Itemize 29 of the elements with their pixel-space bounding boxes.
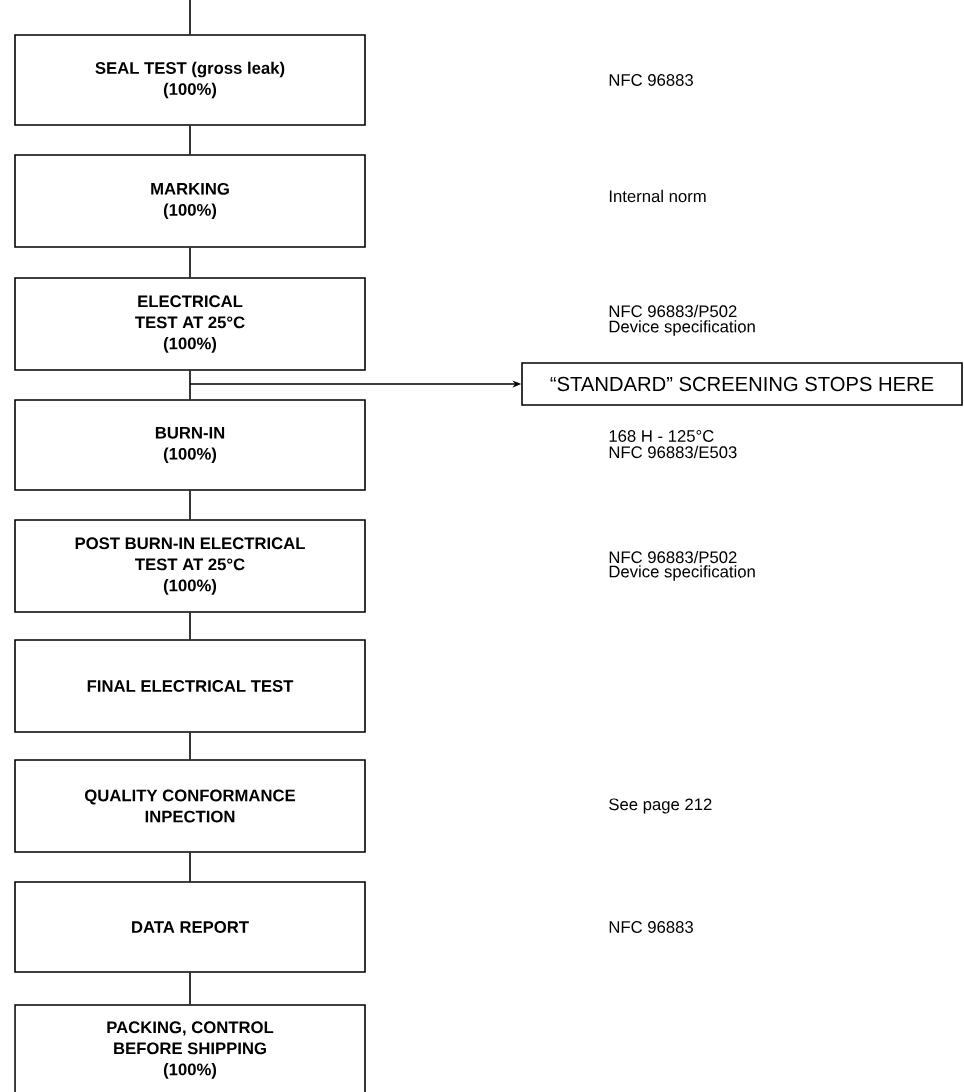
spec-note: Device specification (609, 565, 755, 581)
spec-note: NFC 96883/E503 (609, 445, 737, 459)
spec-note: NFC 96883 (609, 74, 693, 86)
connector-line (189, 0, 191, 35)
process-box: FINAL ELECTRICAL TEST (14, 639, 366, 733)
connector-line (189, 370, 191, 400)
process-box: ELECTRICAL TEST AT 25°C (100%) (14, 277, 366, 371)
process-box: DATA REPORT (14, 881, 366, 973)
process-box: BURN-IN (100%) (14, 399, 366, 491)
spec-note: NFC 96883/P502 (609, 550, 737, 564)
connector-line (189, 972, 191, 1005)
connector-line (189, 125, 191, 155)
note-box: “STANDARD” SCREENING STOPS HERE (521, 362, 963, 406)
process-box: POST BURN-IN ELECTRICAL TEST AT 25°C (100%) (14, 519, 366, 613)
process-box: QUALITY CONFORMANCE INPECTION (14, 759, 366, 853)
spec-note: Internal norm (609, 189, 706, 203)
process-box: PACKING, CONTROL BEFORE SHIPPING (100%) (14, 1004, 366, 1092)
spec-note: NFC 96883 (609, 921, 693, 933)
connector-line (189, 612, 191, 640)
connector-line (189, 732, 191, 760)
connector-line (189, 490, 191, 520)
process-box: MARKING (100%) (14, 154, 366, 248)
spec-note: See page 212 (609, 798, 712, 814)
process-box: SEAL TEST (gross leak) (100%) (14, 34, 366, 126)
spec-note: NFC 96883/P502 (609, 304, 737, 318)
connector-line (189, 852, 191, 882)
spec-note: 168 H - 125°C (609, 430, 714, 442)
spec-note: Device specification (609, 320, 755, 336)
connector-line (189, 247, 191, 278)
